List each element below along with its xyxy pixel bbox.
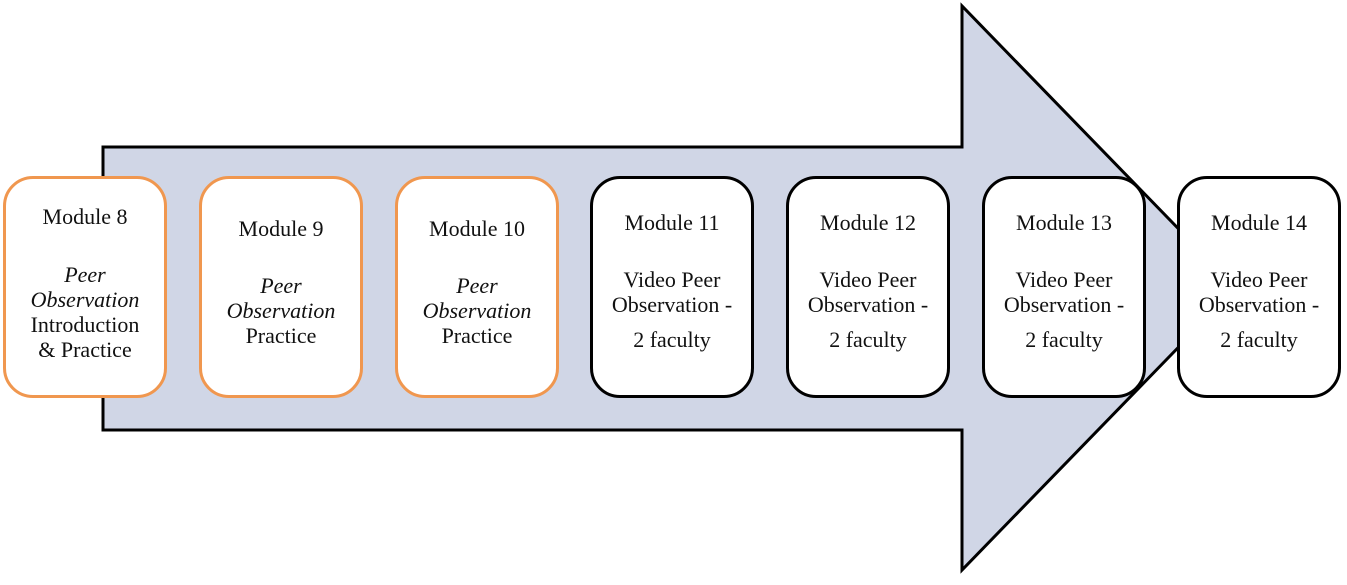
description-line: Introduction	[30, 312, 140, 337]
module-box-14: Module 14 Video Peer Observation - 2 fac…	[1177, 176, 1341, 398]
module-description: Video Peer Observation - 2 faculty	[808, 267, 928, 352]
module-title: Module 14	[1211, 210, 1307, 235]
description-line: Observation -	[1003, 292, 1125, 317]
module-title: Module 12	[820, 210, 916, 235]
description-line: Video Peer	[1210, 267, 1308, 292]
module-description: Peer Observation Practice	[227, 273, 336, 348]
description-line: 2 faculty	[633, 327, 711, 352]
description-line: Observation	[226, 298, 336, 323]
module-description: Peer Observation Introduction & Practice	[31, 262, 140, 362]
module-box-11: Module 11 Video Peer Observation - 2 fac…	[590, 176, 754, 398]
description-line: Peer	[64, 262, 106, 287]
description-line: 2 faculty	[1025, 327, 1103, 352]
description-line: Practice	[245, 323, 317, 348]
description-line: Observation -	[611, 292, 733, 317]
description-line: Video Peer	[1015, 267, 1113, 292]
description-line: 2 faculty	[829, 327, 907, 352]
description-line: Peer	[456, 273, 498, 298]
module-description: Peer Observation Practice	[423, 273, 532, 348]
description-line: & Practice	[38, 337, 132, 362]
description-line: Video Peer	[623, 267, 721, 292]
description-line: Observation -	[1198, 292, 1320, 317]
description-line: Observation	[422, 298, 532, 323]
module-box-9: Module 9 Peer Observation Practice	[199, 176, 363, 398]
module-box-13: Module 13 Video Peer Observation - 2 fac…	[982, 176, 1146, 398]
description-line: Observation	[30, 287, 140, 312]
module-box-8: Module 8 Peer Observation Introduction &…	[3, 176, 167, 398]
module-title: Module 10	[429, 216, 525, 241]
module-description: Video Peer Observation - 2 faculty	[1199, 267, 1319, 352]
module-description: Video Peer Observation - 2 faculty	[612, 267, 732, 352]
module-title: Module 8	[42, 204, 128, 229]
module-title: Module 9	[238, 216, 324, 241]
module-title: Module 11	[624, 210, 720, 235]
module-box-12: Module 12 Video Peer Observation - 2 fac…	[786, 176, 950, 398]
description-line: Peer	[260, 273, 302, 298]
description-line: Video Peer	[819, 267, 917, 292]
module-description: Video Peer Observation - 2 faculty	[1004, 267, 1124, 352]
description-line: Observation -	[807, 292, 929, 317]
description-line: Practice	[441, 323, 513, 348]
module-title: Module 13	[1016, 210, 1112, 235]
module-box-10: Module 10 Peer Observation Practice	[395, 176, 559, 398]
description-line: 2 faculty	[1220, 327, 1298, 352]
